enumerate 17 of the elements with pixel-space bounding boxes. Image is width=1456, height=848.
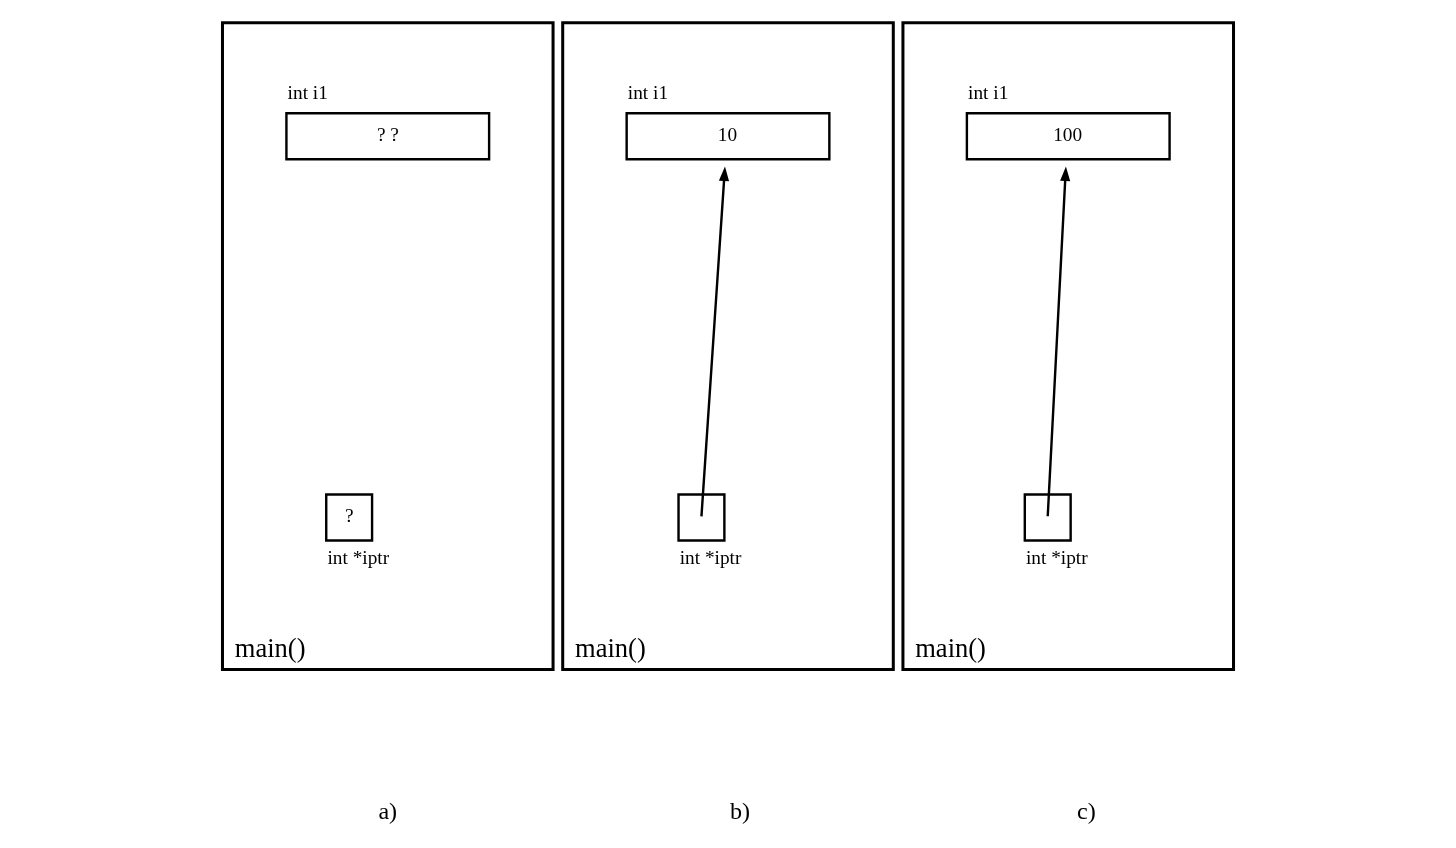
node-label: int *iptr [327, 547, 390, 569]
node-label: int i1 [287, 81, 328, 103]
arrow [700, 166, 730, 517]
node-box [1023, 493, 1072, 542]
node-box: 10 [625, 112, 831, 161]
node-label: int i1 [968, 81, 1009, 103]
node-label: int *iptr [679, 547, 742, 569]
label: b) [730, 798, 751, 825]
node-label: int *iptr [1026, 547, 1088, 569]
arrow [1046, 166, 1071, 517]
label: a) [378, 798, 398, 825]
node-box: ? ? [285, 112, 491, 161]
node-box [677, 493, 726, 542]
node-box: ? [325, 493, 374, 542]
label: c) [1076, 798, 1096, 825]
node-label: int i1 [627, 81, 669, 103]
node-box: 100 [965, 112, 1171, 161]
